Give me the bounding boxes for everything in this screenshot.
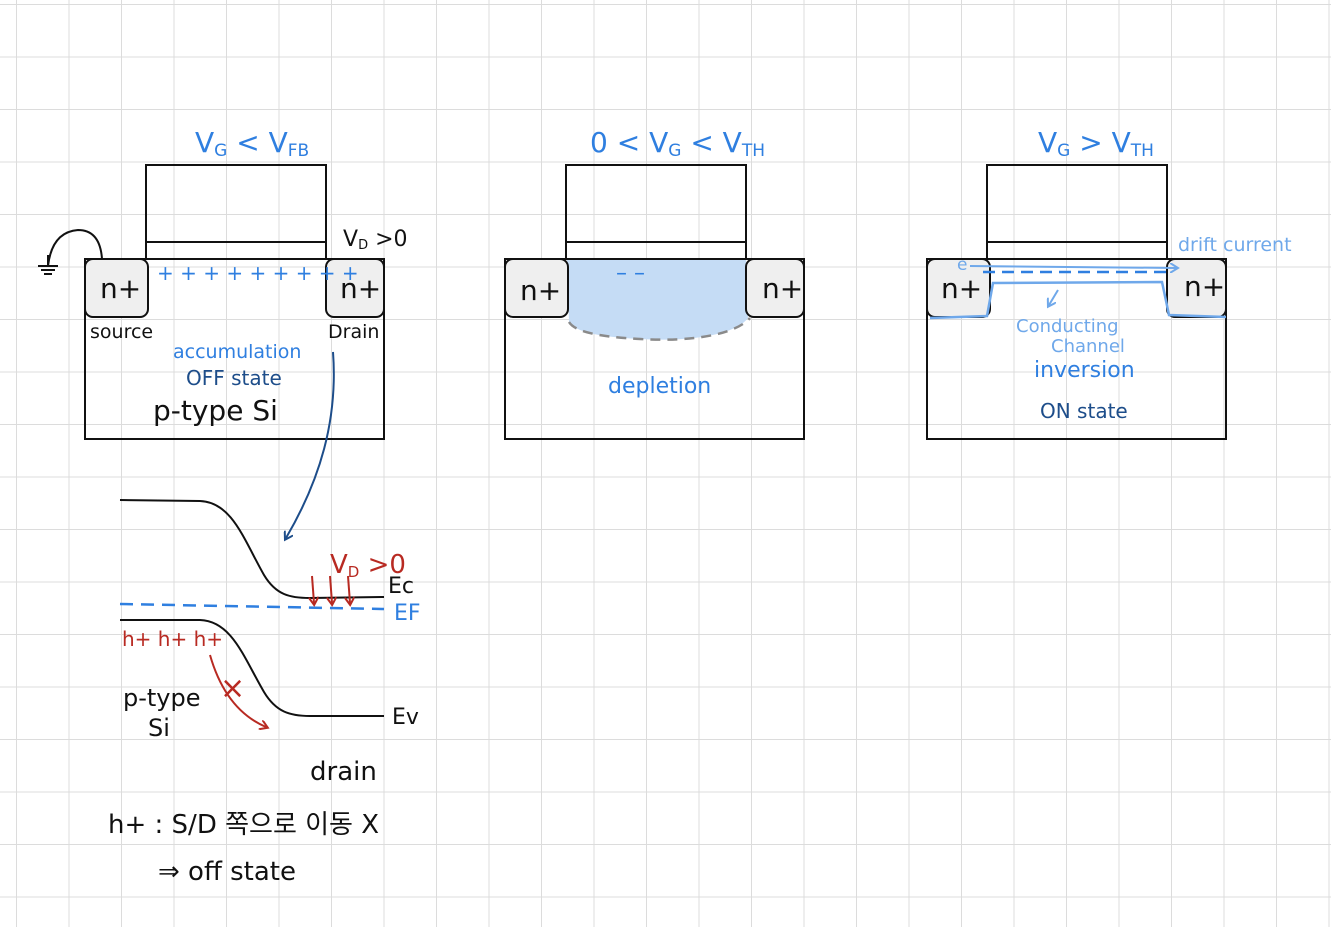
notes: h+ : S/D 쪽으로 이동 X ⇒ off state: [108, 810, 379, 887]
drain-label: Drain: [328, 321, 379, 343]
substrate-label: p-type Si: [153, 394, 278, 427]
hole-path-arrow: [209, 654, 266, 727]
source-region: [504, 258, 569, 318]
band-vd-label: VD >0: [330, 550, 406, 581]
panel3-title: VG > VTH: [1038, 126, 1154, 161]
fermi-level-line: [119, 602, 385, 611]
inversion-channel-outline: [929, 280, 1227, 320]
nplus-drain-label: n+: [1184, 270, 1225, 303]
holes-label: h+ h+ h+: [122, 627, 223, 651]
panel2-title: 0 < VG < VTH: [590, 126, 765, 161]
gate-electrode: [565, 164, 747, 243]
gate-electrode: [986, 164, 1168, 243]
band-drain-label: drain: [310, 757, 377, 787]
vd-label: VD >0: [343, 227, 408, 253]
substrate: [504, 258, 805, 440]
conduction-band-line: [119, 499, 385, 600]
panel-depletion: 0 < VG < VTH n+ n+ – – depletion: [504, 126, 805, 440]
gate-oxide: [145, 241, 327, 260]
source-region: [84, 258, 149, 318]
gate-oxide: [565, 241, 747, 260]
depletion-edge: [567, 317, 751, 341]
ec-label: Ec: [388, 574, 414, 599]
off-state-label: OFF state: [186, 366, 282, 390]
ev-label: Ev: [392, 705, 419, 730]
depletion-label: depletion: [608, 374, 711, 399]
note-line-2: ⇒ off state: [158, 857, 296, 887]
ef-label: EF: [394, 601, 421, 626]
drain-bias-arrows: [312, 575, 350, 603]
panel1-title: VG < VFB: [195, 126, 309, 161]
drift-arrow: [969, 266, 1176, 268]
band-substrate-label-si: Si: [148, 714, 170, 742]
nplus-source-label: n+: [941, 272, 982, 305]
note-line-1: h+ : S/D 쪽으로 이동 X: [108, 810, 379, 840]
depletion-region: [567, 259, 748, 340]
drain-region: [745, 258, 805, 318]
panel-accumulation: VG < VFB n+ n+ VD >0 + + + + + + + + + s…: [38, 126, 408, 538]
channel-label: Channel: [1051, 336, 1125, 357]
gate-oxide: [986, 241, 1168, 260]
valence-band-line: [120, 619, 384, 717]
source-label: source: [90, 321, 153, 343]
ionized-acceptors: – –: [616, 261, 645, 286]
substrate: [84, 258, 385, 440]
zoom-arrow: [286, 351, 335, 538]
drift-current-label: drift current: [1178, 234, 1292, 256]
nplus-drain-label: n+: [340, 272, 381, 305]
panel-inversion: VG > VTH n+ n+ e drift current Conductin…: [926, 126, 1292, 440]
electron-symbol: e: [957, 255, 967, 275]
nplus-drain-label: n+: [762, 272, 803, 305]
blocked-cross-mark: ×: [220, 671, 245, 706]
nplus-source-label: n+: [100, 272, 141, 305]
inversion-label: inversion: [1034, 358, 1135, 383]
band-diagram: VD >0 Ec EF Ev h+ h+ h+ × p-type Si drai…: [119, 499, 421, 787]
substrate: [926, 258, 1227, 440]
ground-wire: [47, 228, 103, 267]
drain-region: [325, 258, 385, 318]
accumulated-holes: + + + + + + + + +: [157, 261, 359, 285]
gate-electrode: [145, 164, 327, 243]
accumulation-label: accumulation: [173, 341, 301, 363]
conducting-label: Conducting: [1016, 316, 1119, 337]
band-substrate-label: p-type: [123, 684, 201, 712]
nplus-source-label: n+: [520, 274, 561, 307]
on-state-label: ON state: [1040, 399, 1128, 423]
channel-pointer-arrow: [1049, 289, 1059, 305]
ground-icon: [38, 255, 58, 275]
